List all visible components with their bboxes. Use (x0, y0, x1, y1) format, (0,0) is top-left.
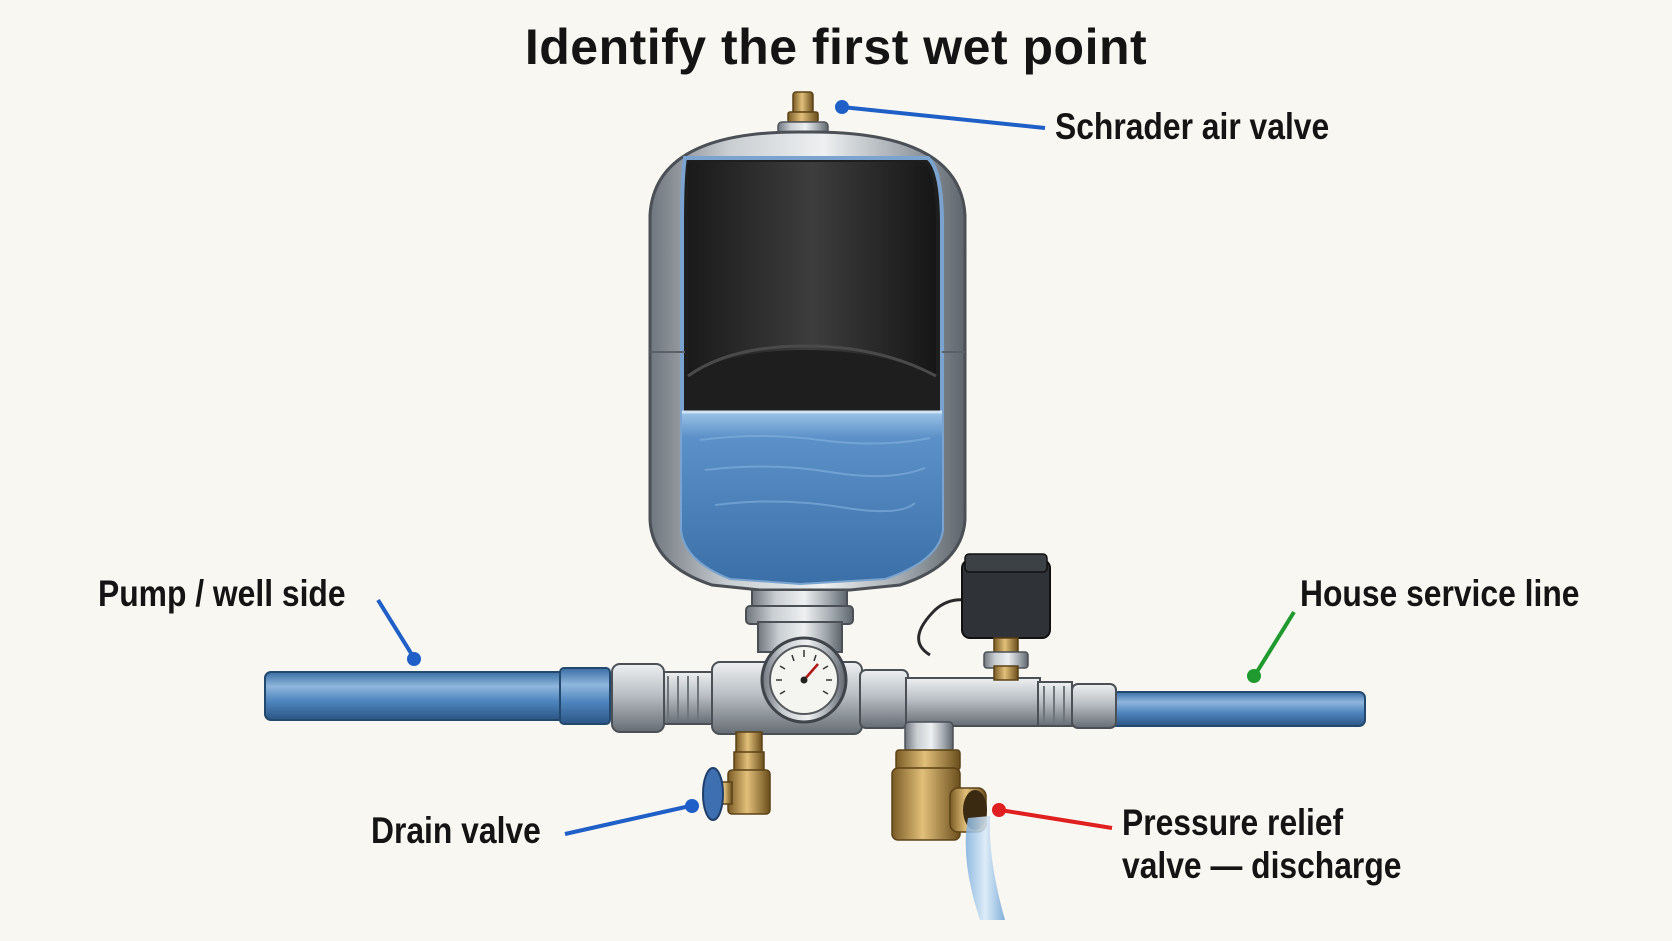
relief-marker (992, 803, 1006, 817)
drain-leader (564, 804, 691, 836)
house-side-pipe (1109, 691, 1366, 727)
pressure-gauge (760, 636, 848, 724)
pressure-switch (917, 553, 1051, 681)
label-drain-valve: Drain valve (371, 810, 541, 851)
label-relief-line-2: valve — discharge (1122, 844, 1402, 886)
discharge-stream (965, 816, 1005, 920)
label-schrader-air-valve: Schrader air valve (1055, 106, 1330, 147)
schrader-marker (835, 100, 849, 114)
pump-side-pipe (264, 667, 611, 725)
relief-leader (999, 808, 1113, 830)
diagram-title: Identify the first wet point (524, 19, 1148, 75)
drain-marker (685, 799, 699, 813)
relief-valve (891, 721, 1005, 920)
label-pressure-relief-valve: Pressure relief valve — discharge (1122, 802, 1401, 887)
schrader-valve (777, 91, 829, 135)
tank-shell (648, 130, 967, 592)
manifold (611, 661, 1117, 735)
schrader-leader (841, 105, 1046, 130)
leader-lines (376, 100, 1296, 836)
label-house-service-line: House service line (1300, 573, 1580, 614)
house-marker (1247, 669, 1261, 683)
drain-valve (702, 731, 771, 821)
pump-marker (407, 652, 421, 666)
pump-leader (376, 598, 416, 660)
label-relief-line-1: Pressure relief (1122, 802, 1344, 843)
label-pump-well-side: Pump / well side (98, 573, 346, 614)
house-leader (1253, 610, 1296, 677)
